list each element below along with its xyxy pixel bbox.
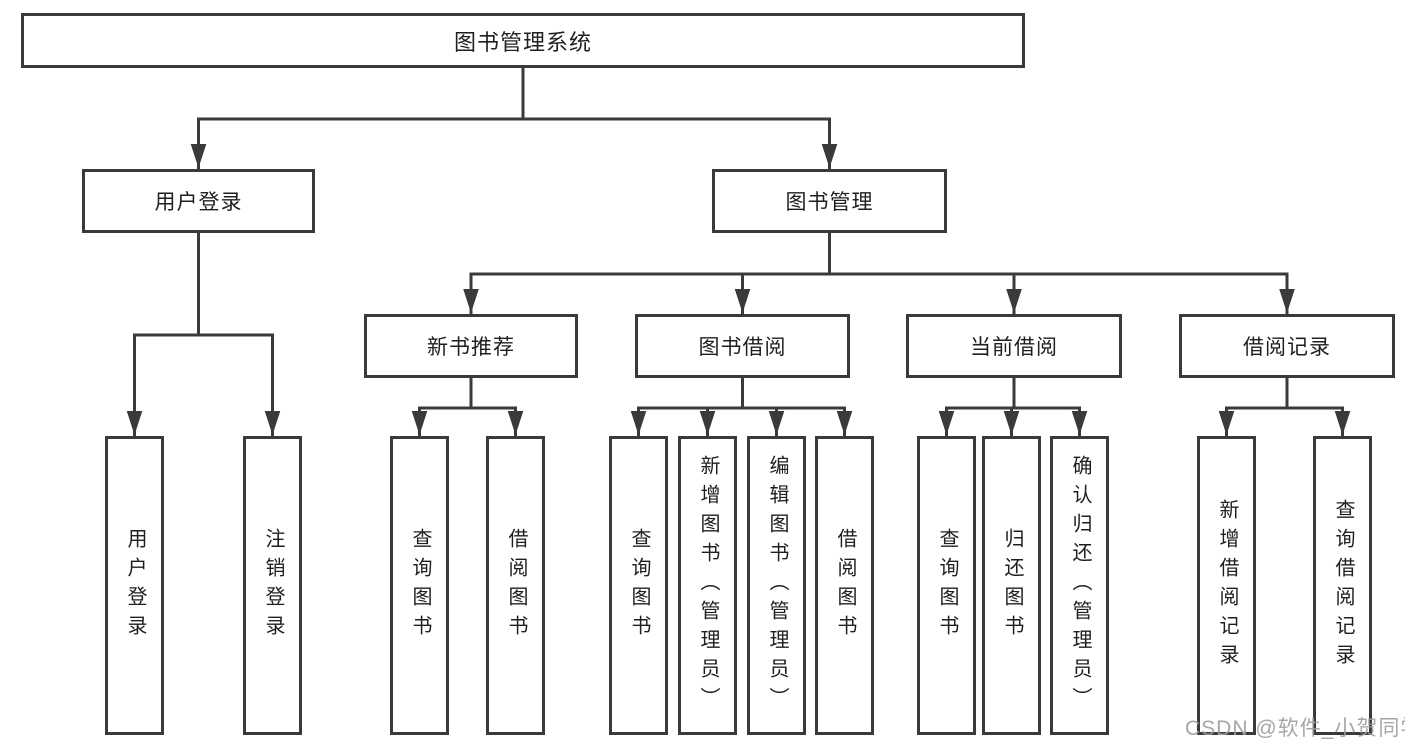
node-user-login: 用户登录 bbox=[82, 169, 315, 233]
node-new-book-recommend: 新书推荐 bbox=[364, 314, 578, 378]
node-label: 图书借阅 bbox=[698, 336, 787, 359]
node-label: 新增借阅记录 bbox=[1216, 498, 1238, 673]
node-query-books-current: 查询图书 bbox=[917, 436, 976, 735]
node-logout: 注销登录 bbox=[243, 436, 302, 735]
node-label: 归还图书 bbox=[1001, 527, 1023, 644]
csdn-watermark: CSDN @软件_小贺同学 bbox=[1185, 717, 1405, 740]
node-label: 查询图书 bbox=[936, 527, 958, 644]
node-query-borrow-record: 查询借阅记录 bbox=[1313, 436, 1372, 735]
node-label: 查询图书 bbox=[409, 527, 431, 644]
node-add-book-admin: 新增图书（管理员） bbox=[678, 436, 737, 735]
node-book-borrow: 图书借阅 bbox=[635, 314, 850, 378]
node-label: 借阅图书 bbox=[505, 527, 527, 644]
node-label: 当前借阅 bbox=[970, 336, 1058, 359]
node-current-borrow: 当前借阅 bbox=[906, 314, 1122, 378]
node-query-books-recommend: 查询图书 bbox=[390, 436, 449, 735]
node-label: 用户登录 bbox=[124, 527, 146, 644]
node-borrow-books-recommend: 借阅图书 bbox=[486, 436, 545, 735]
node-label: 借阅记录 bbox=[1243, 336, 1331, 359]
node-borrow-records: 借阅记录 bbox=[1179, 314, 1395, 378]
node-label: 编辑图书（管理员） bbox=[766, 455, 788, 716]
node-system-root: 图书管理系统 bbox=[21, 13, 1025, 68]
node-edit-book-admin: 编辑图书（管理员） bbox=[747, 436, 806, 735]
node-book-management: 图书管理 bbox=[712, 169, 947, 233]
node-label: 确认归还（管理员） bbox=[1069, 455, 1091, 716]
node-user-login-leaf: 用户登录 bbox=[105, 436, 164, 735]
node-label: 新增图书（管理员） bbox=[697, 455, 719, 716]
node-label: 借阅图书 bbox=[834, 527, 856, 644]
node-add-borrow-record: 新增借阅记录 bbox=[1197, 436, 1256, 735]
node-borrow-books-borrow: 借阅图书 bbox=[815, 436, 874, 735]
node-label: 注销登录 bbox=[262, 527, 284, 644]
node-label: 新书推荐 bbox=[427, 336, 515, 359]
node-label: 查询图书 bbox=[628, 527, 650, 644]
node-confirm-return-admin: 确认归还（管理员） bbox=[1050, 436, 1109, 735]
node-label: 查询借阅记录 bbox=[1332, 498, 1354, 673]
node-query-books-borrow: 查询图书 bbox=[609, 436, 668, 735]
node-label: 用户登录 bbox=[154, 191, 243, 214]
node-label: 图书管理 bbox=[785, 191, 874, 214]
node-label: 图书管理系统 bbox=[453, 29, 592, 55]
node-return-book: 归还图书 bbox=[982, 436, 1041, 735]
